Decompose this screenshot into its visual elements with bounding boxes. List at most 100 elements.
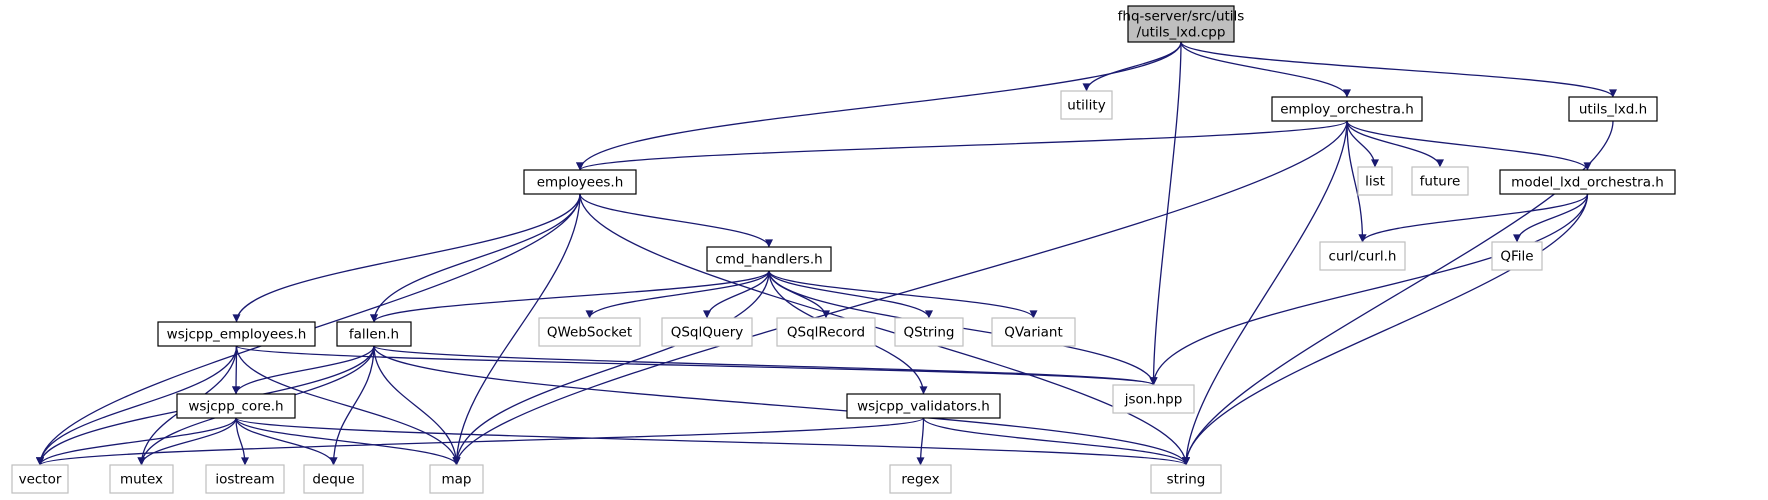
node-iostream: iostream bbox=[205, 464, 285, 494]
node-qsqlquery: QSqlQuery bbox=[661, 317, 753, 347]
edge-utils-lxd-h-to-string bbox=[1182, 120, 1614, 466]
edge-employees-h-to-string bbox=[579, 193, 1190, 466]
node-label-qstring: QString bbox=[904, 325, 955, 341]
node-fallen-h[interactable]: fallen.h bbox=[336, 321, 412, 347]
node-qsqlrecord: QSqlRecord bbox=[776, 317, 876, 347]
node-box-deque bbox=[303, 464, 364, 494]
node-box-iostream bbox=[205, 464, 285, 494]
node-label-cmd-handlers-h: cmd_handlers.h bbox=[715, 252, 822, 268]
edge-wsjcpp-core-h-to-iostream bbox=[235, 417, 249, 466]
node-box-utils-lxd-cpp bbox=[1127, 5, 1235, 43]
node-label-qfile: QFile bbox=[1500, 249, 1533, 265]
node-map: map bbox=[429, 464, 484, 494]
node-label-curl-h: curl/curl.h bbox=[1329, 249, 1397, 265]
edge-wsjcpp-validators-h-to-string bbox=[922, 417, 1190, 466]
node-box-employ-orchestra-h bbox=[1271, 96, 1423, 122]
node-mutex: mutex bbox=[109, 464, 174, 494]
node-box-wsjcpp-core-h bbox=[176, 393, 296, 419]
node-vector: vector bbox=[11, 464, 69, 494]
node-label-qsqlrecord: QSqlRecord bbox=[787, 325, 865, 341]
node-label-wsjcpp-validators-h: wsjcpp_validators.h bbox=[857, 399, 990, 415]
edge-fallen-h-to-string bbox=[373, 345, 1190, 466]
edge-model-lxd-orchestra-h-to-qfile bbox=[1513, 193, 1589, 243]
edge-employ-orchestra-h-to-string bbox=[1182, 120, 1348, 466]
node-label-utility: utility bbox=[1067, 98, 1105, 114]
node-qwebsocket: QWebSocket bbox=[538, 317, 641, 347]
edge-cmd-handlers-h-to-qvariant bbox=[768, 270, 1038, 319]
edge-employ-orchestra-h-to-employees-h bbox=[576, 120, 1348, 171]
edge-employees-h-to-map bbox=[452, 193, 581, 466]
node-box-fallen-h bbox=[336, 321, 412, 347]
node-wsjcpp-employees-h[interactable]: wsjcpp_employees.h bbox=[157, 321, 316, 347]
node-box-qvariant bbox=[991, 317, 1076, 347]
node-label-utils-lxd-h: utils_lxd.h bbox=[1579, 102, 1647, 118]
edge-fallen-h-to-json-hpp bbox=[373, 345, 1158, 386]
node-box-utility bbox=[1060, 90, 1113, 120]
node-qstring: QString bbox=[894, 317, 964, 347]
node-label-wsjcpp-employees-h: wsjcpp_employees.h bbox=[167, 327, 307, 343]
edge-cmd-handlers-h-to-qwebsocket bbox=[585, 270, 770, 319]
node-label-fallen-h: fallen.h bbox=[349, 327, 399, 343]
node-model-lxd-orchestra-h[interactable]: model_lxd_orchestra.h bbox=[1499, 169, 1676, 195]
edge-cmd-handlers-h-to-qsqlquery bbox=[703, 270, 770, 319]
node-employ-orchestra-h[interactable]: employ_orchestra.h bbox=[1271, 96, 1423, 122]
node-box-wsjcpp-employees-h bbox=[157, 321, 316, 347]
node-qfile: QFile bbox=[1491, 241, 1543, 271]
node-box-wsjcpp-validators-h bbox=[846, 393, 1001, 419]
edge-wsjcpp-employees-h-to-vector bbox=[36, 345, 238, 466]
node-label-vector: vector bbox=[19, 472, 62, 488]
edge-fallen-h-to-map bbox=[373, 345, 461, 466]
node-box-vector bbox=[11, 464, 69, 494]
node-box-qsqlrecord bbox=[776, 317, 876, 347]
node-curl-h: curl/curl.h bbox=[1319, 241, 1406, 271]
node-qvariant: QVariant bbox=[991, 317, 1076, 347]
node-wsjcpp-core-h[interactable]: wsjcpp_core.h bbox=[176, 393, 296, 419]
node-label-utils-lxd-cpp: fhq-server/src/utils bbox=[1118, 9, 1245, 25]
node-label-wsjcpp-core-h: wsjcpp_core.h bbox=[188, 399, 283, 415]
node-label-regex: regex bbox=[901, 472, 939, 488]
edge-employees-h-to-cmd-handlers-h bbox=[579, 193, 773, 248]
node-box-model-lxd-orchestra-h bbox=[1499, 169, 1676, 195]
node-box-curl-h bbox=[1319, 241, 1406, 271]
node-utils-lxd-cpp[interactable]: fhq-server/src/utils/utils_lxd.cpp bbox=[1118, 5, 1245, 43]
node-employees-h[interactable]: employees.h bbox=[523, 169, 637, 195]
edge-wsjcpp-validators-h-to-regex bbox=[916, 417, 925, 466]
node-box-future bbox=[1411, 166, 1469, 196]
node-label-qsqlquery: QSqlQuery bbox=[671, 325, 744, 341]
node-label-employ-orchestra-h: employ_orchestra.h bbox=[1280, 102, 1414, 118]
edge-utils-lxd-cpp-to-employ-orchestra-h bbox=[1180, 41, 1351, 98]
node-label-model-lxd-orchestra-h: model_lxd_orchestra.h bbox=[1511, 175, 1664, 191]
node-label-json-hpp: json.hpp bbox=[1124, 392, 1183, 408]
edge-cmd-handlers-h-to-fallen-h bbox=[370, 270, 770, 323]
node-utility: utility bbox=[1060, 90, 1113, 120]
node-box-employees-h bbox=[523, 169, 637, 195]
edge-employees-h-to-fallen-h bbox=[370, 193, 581, 323]
node-label-qvariant: QVariant bbox=[1004, 325, 1063, 341]
edge-utils-lxd-cpp-to-employees-h bbox=[576, 41, 1182, 171]
edge-utils-lxd-cpp-to-utils-lxd-h bbox=[1180, 41, 1617, 98]
edge-utils-lxd-cpp-to-utility bbox=[1082, 41, 1182, 92]
node-wsjcpp-validators-h[interactable]: wsjcpp_validators.h bbox=[846, 393, 1001, 419]
node-box-qfile bbox=[1491, 241, 1543, 271]
node-box-qsqlquery bbox=[661, 317, 753, 347]
edge-wsjcpp-core-h-to-string bbox=[235, 417, 1190, 466]
node-label-qwebsocket: QWebSocket bbox=[547, 325, 632, 341]
node-label-map: map bbox=[442, 472, 472, 488]
node-utils-lxd-h[interactable]: utils_lxd.h bbox=[1568, 96, 1658, 122]
node-box-utils-lxd-h bbox=[1568, 96, 1658, 122]
edge-employ-orchestra-h-to-model-lxd-orchestra-h bbox=[1346, 120, 1592, 171]
edge-employ-orchestra-h-to-list bbox=[1346, 120, 1379, 168]
node-cmd-handlers-h[interactable]: cmd_handlers.h bbox=[706, 246, 832, 272]
node-label-future: future bbox=[1420, 174, 1461, 190]
node-label-string: string bbox=[1167, 472, 1206, 488]
node-label-deque: deque bbox=[312, 472, 354, 488]
node-box-qstring bbox=[894, 317, 964, 347]
edge-wsjcpp-core-h-to-deque bbox=[235, 417, 338, 466]
node-label-utils-lxd-cpp: /utils_lxd.cpp bbox=[1137, 25, 1226, 41]
node-label-iostream: iostream bbox=[215, 472, 274, 488]
edge-employ-orchestra-h-to-map bbox=[452, 120, 1348, 466]
node-box-cmd-handlers-h bbox=[706, 246, 832, 272]
edge-wsjcpp-core-h-to-mutex bbox=[137, 417, 237, 466]
node-box-qwebsocket bbox=[538, 317, 641, 347]
